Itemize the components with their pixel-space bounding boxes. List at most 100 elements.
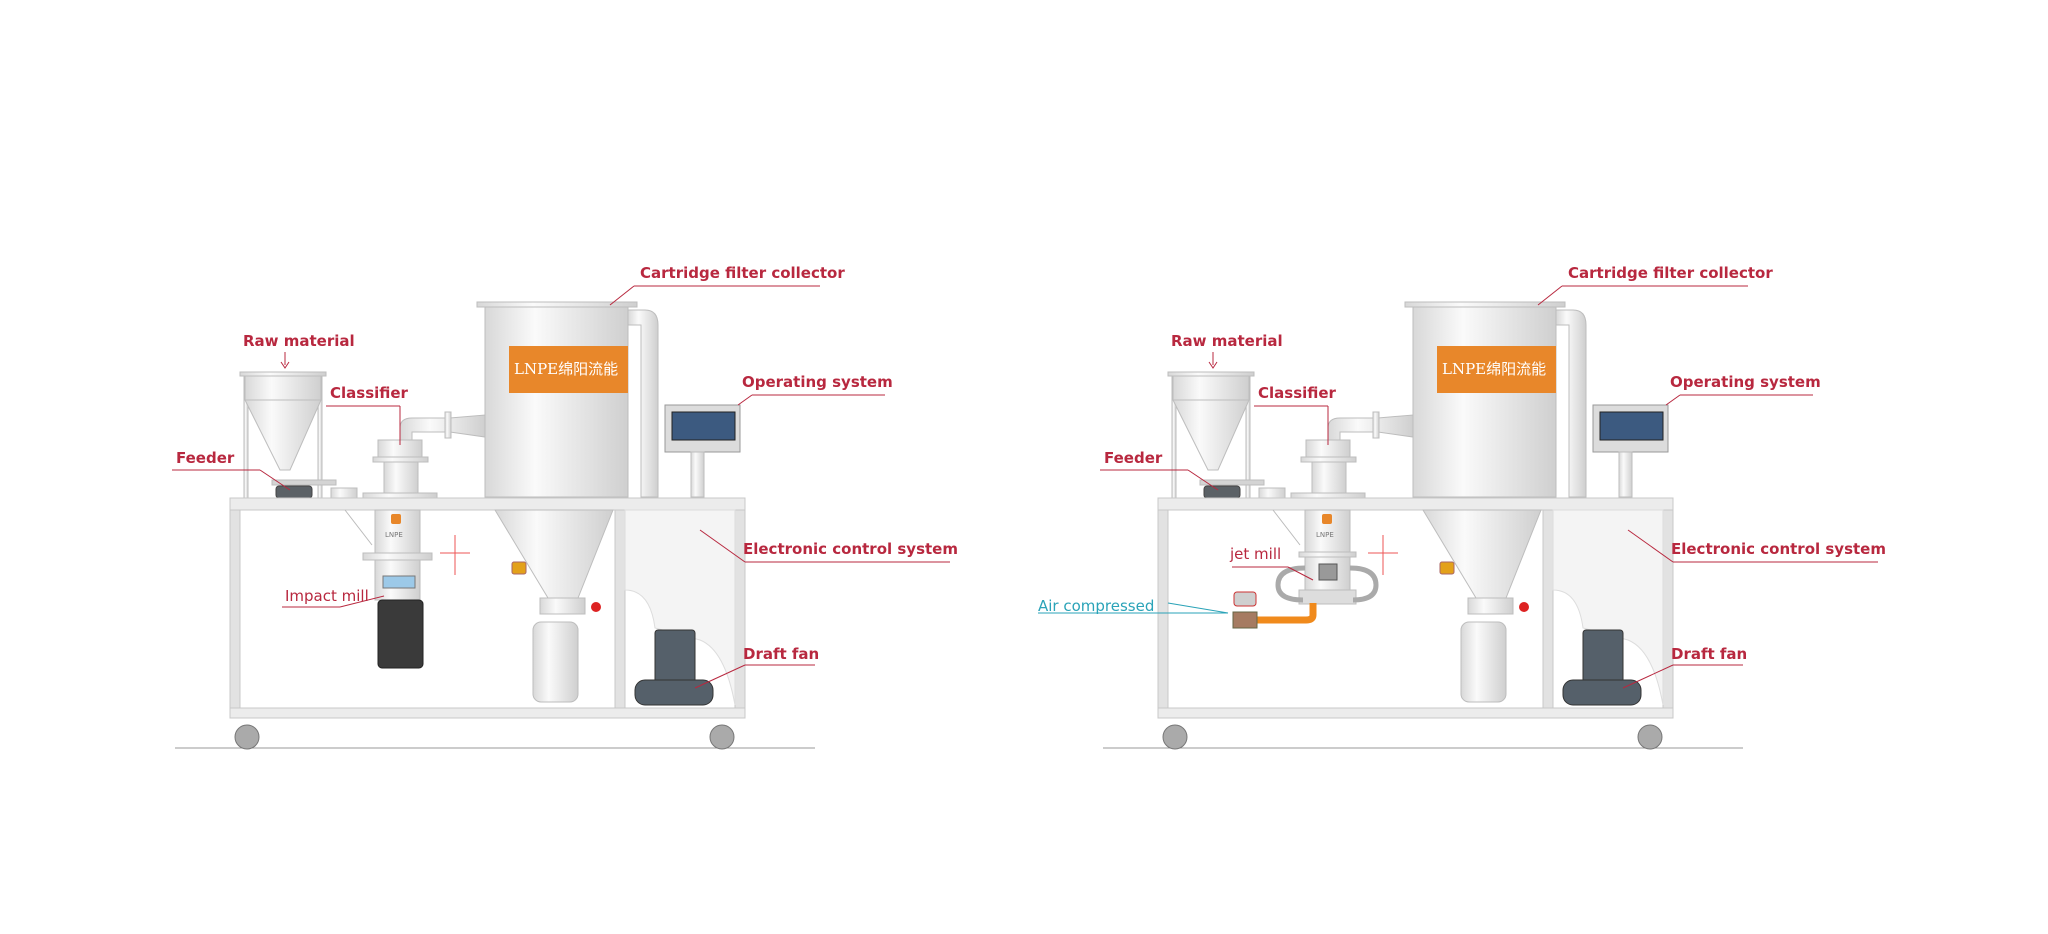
- collection-bottle: [532, 621, 579, 703]
- table-top: [1157, 497, 1674, 511]
- leader-electronic: [1627, 529, 1674, 563]
- frame-leg-left: [1157, 509, 1169, 709]
- collector-body: [1412, 306, 1557, 498]
- label-cartridge-filter-collector: Cartridge filter collector: [1568, 264, 1773, 282]
- discharge-valve: [1467, 597, 1514, 615]
- arrow-head: [280, 361, 290, 369]
- classifier-flange: [1300, 456, 1357, 463]
- panel-screen: [671, 411, 736, 441]
- frame-leg-middle: [1542, 509, 1554, 709]
- leader-collector: [1537, 285, 1563, 306]
- vibrator: [1439, 561, 1455, 575]
- small-cup: [1258, 487, 1286, 499]
- feeder-plate: [271, 479, 337, 486]
- draft-fan-base: [1562, 679, 1642, 706]
- leader-air-diag: [1167, 602, 1229, 614]
- classifier-base: [362, 492, 438, 499]
- classifier-body: [1311, 461, 1347, 494]
- leader-feeder-diag: [259, 469, 291, 491]
- jet-mill-window: [1318, 563, 1338, 581]
- wheel: [1637, 724, 1663, 750]
- collector-outlet-pipe: [1555, 309, 1587, 498]
- label-operating-system: Operating system: [1670, 373, 1821, 391]
- label-electronic-control-system: Electronic control system: [1671, 540, 1886, 558]
- label-classifier: Classifier: [330, 384, 408, 402]
- wheel: [234, 724, 260, 750]
- panel-screen: [1599, 411, 1664, 441]
- mill-logo-text: LNPE: [1316, 531, 1334, 539]
- fan-duct: [1552, 509, 1664, 706]
- panel-stand: [690, 451, 705, 498]
- leader-operating: [737, 394, 753, 406]
- chute: [344, 509, 373, 546]
- leader-fan: [1622, 664, 1674, 689]
- chute: [1272, 509, 1301, 546]
- right-machine: LNPE绵阳流能 LNPE: [1038, 285, 1878, 750]
- panel-stand: [1618, 451, 1633, 498]
- label-jet-mill: jet mill: [1230, 545, 1282, 563]
- hopper-cone: [1172, 399, 1250, 471]
- leader-mill-diag: [339, 595, 385, 608]
- bottom-rail: [229, 707, 746, 719]
- classifier-pipe: [1327, 414, 1414, 440]
- jet-mill-flange: [1298, 551, 1357, 558]
- hopper-rim: [239, 371, 327, 377]
- table-top: [229, 497, 746, 511]
- brand-plate: [509, 346, 628, 393]
- collector-body: [484, 306, 629, 498]
- brand-plate-text: LNPE绵阳流能: [1442, 360, 1546, 378]
- discharge-valve: [539, 597, 586, 615]
- pipe-flange: [1372, 411, 1380, 439]
- leader-operating: [1665, 394, 1681, 406]
- mill-flange: [362, 552, 433, 561]
- classifier-pipe: [399, 414, 486, 440]
- feeder-device: [1203, 485, 1241, 499]
- valve-knob: [591, 602, 601, 612]
- air-valve: [1232, 611, 1258, 629]
- fan-duct: [624, 509, 736, 706]
- leader-fan: [694, 664, 746, 689]
- jet-loop-right: [1349, 565, 1379, 603]
- classifier-base: [1290, 492, 1366, 499]
- collector-cone: [1422, 509, 1542, 599]
- classifier-body: [383, 461, 419, 494]
- label-draft-fan: Draft fan: [1671, 645, 1748, 663]
- label-classifier: Classifier: [1258, 384, 1336, 402]
- frame-leg-left: [229, 509, 241, 709]
- air-valve-actuator: [1233, 591, 1257, 607]
- collector-cone: [494, 509, 614, 599]
- mill-logo: [391, 514, 401, 524]
- classifier-flange: [372, 456, 429, 463]
- jet-loop-left: [1275, 565, 1306, 603]
- hopper-cone: [244, 399, 322, 471]
- hopper-body: [244, 375, 322, 401]
- leader-feeder-diag: [1187, 469, 1219, 491]
- label-electronic-control-system: Electronic control system: [743, 540, 958, 558]
- mill-window: [382, 575, 416, 589]
- leader-electronic: [699, 529, 746, 563]
- feeder-device: [275, 485, 313, 499]
- label-cartridge-filter-collector: Cartridge filter collector: [640, 264, 845, 282]
- hopper-body: [1172, 375, 1250, 401]
- label-feeder: Feeder: [176, 449, 235, 467]
- frame-leg-middle: [614, 509, 626, 709]
- label-raw-material: Raw material: [243, 332, 355, 350]
- label-impact-mill: Impact mill: [285, 587, 369, 605]
- left-machine: LNPE绵阳流能 LNPE: [172, 285, 950, 750]
- label-raw-material: Raw material: [1171, 332, 1283, 350]
- arrow-head: [1208, 361, 1218, 369]
- jet-mill-base: [1298, 589, 1357, 605]
- label-draft-fan: Draft fan: [743, 645, 820, 663]
- mill-logo: [1322, 514, 1332, 524]
- collection-bottle: [1460, 621, 1507, 703]
- draft-fan-base: [634, 679, 714, 706]
- brand-plate-text: LNPE绵阳流能: [514, 360, 618, 378]
- label-air-compressed: Air compressed: [1038, 597, 1155, 615]
- leader-collector: [609, 285, 635, 306]
- label-feeder: Feeder: [1104, 449, 1163, 467]
- vibrator: [511, 561, 527, 575]
- hopper-rim: [1167, 371, 1255, 377]
- mill-logo-text: LNPE: [385, 531, 403, 539]
- air-pipe: [1256, 603, 1317, 624]
